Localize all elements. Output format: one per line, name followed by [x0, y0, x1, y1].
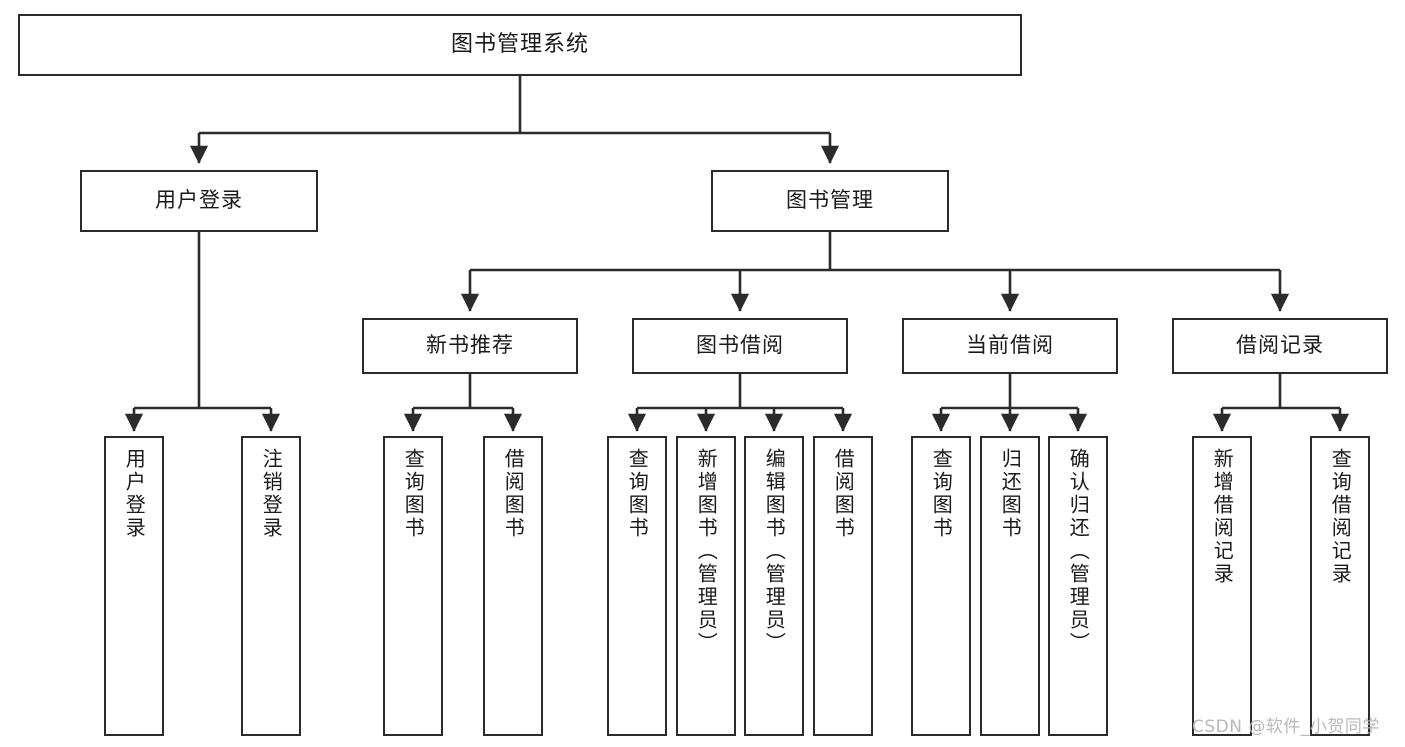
node-label: 查询图书	[929, 448, 954, 540]
node-label: 借阅图书	[501, 448, 526, 540]
node-leaf-query-book-2[interactable]: 查询图书	[607, 436, 667, 736]
node-leaf-add-book[interactable]: 新增图书（管理员）	[676, 436, 736, 736]
node-leaf-query-book-3[interactable]: 查询图书	[911, 436, 971, 736]
node-leaf-return-book[interactable]: 归还图书	[980, 436, 1040, 736]
node-book-manage[interactable]: 图书管理	[711, 170, 949, 232]
node-leaf-borrow-book-2[interactable]: 借阅图书	[813, 436, 873, 736]
node-leaf-query-record[interactable]: 查询借阅记录	[1310, 436, 1370, 736]
node-label: 新增图书（管理员）	[694, 448, 719, 655]
node-label: 注销登录	[259, 448, 284, 540]
node-user-login[interactable]: 用户登录	[80, 170, 318, 232]
node-label: 编辑图书（管理员）	[762, 448, 787, 655]
node-leaf-add-record[interactable]: 新增借阅记录	[1192, 436, 1252, 736]
node-label: 用户登录	[122, 448, 147, 540]
node-leaf-user-login[interactable]: 用户登录	[104, 436, 164, 736]
node-label: 确认归还（管理员）	[1066, 448, 1091, 655]
node-new-book-rec[interactable]: 新书推荐	[362, 318, 578, 374]
node-label: 借阅图书	[831, 448, 856, 540]
node-label: 新增借阅记录	[1210, 448, 1235, 586]
node-current-borrow[interactable]: 当前借阅	[902, 318, 1118, 374]
node-label: 查询图书	[401, 448, 426, 540]
node-leaf-logout[interactable]: 注销登录	[241, 436, 301, 736]
node-label: 查询图书	[625, 448, 650, 540]
node-book-borrow[interactable]: 图书借阅	[632, 318, 848, 374]
csdn-watermark: CSDN @软件_小贺同学	[1192, 717, 1380, 737]
node-leaf-query-book-1[interactable]: 查询图书	[383, 436, 443, 736]
node-label: 查询借阅记录	[1328, 448, 1353, 586]
node-leaf-borrow-book-1[interactable]: 借阅图书	[483, 436, 543, 736]
node-leaf-confirm-return[interactable]: 确认归还（管理员）	[1048, 436, 1108, 736]
node-label: 归还图书	[998, 448, 1023, 540]
node-leaf-edit-book[interactable]: 编辑图书（管理员）	[744, 436, 804, 736]
node-root[interactable]: 图书管理系统	[18, 14, 1022, 76]
node-borrow-record[interactable]: 借阅记录	[1172, 318, 1388, 374]
